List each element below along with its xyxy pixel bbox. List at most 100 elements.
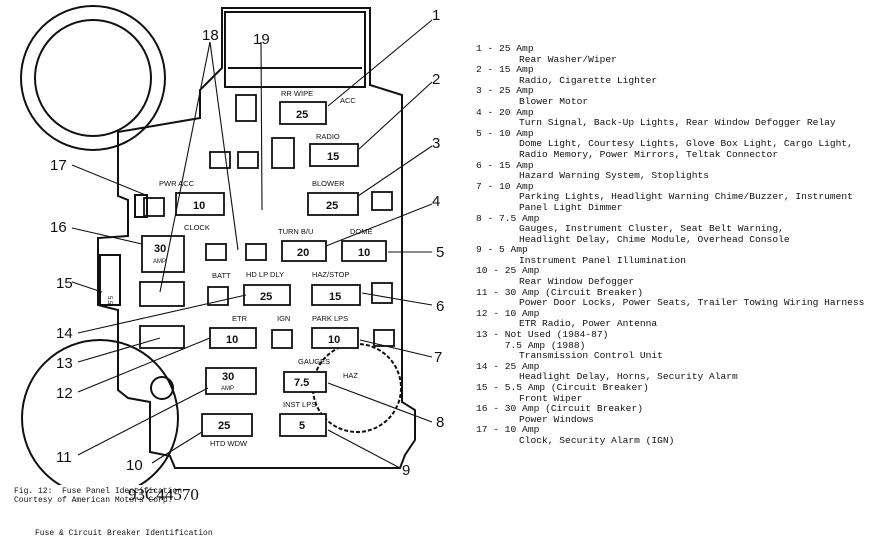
fuse-legend-circuits: Blower Motor — [519, 95, 589, 107]
fuse-amp-11: AMP — [221, 386, 234, 392]
label-htd-wdw: HTD WDW — [210, 439, 248, 448]
fuse-value-17: 10 — [193, 200, 205, 212]
label-clock: CLOCK — [184, 223, 210, 232]
fuse-legend-circuits: Dome Light, Courtesy Lights, Glove Box L… — [519, 138, 853, 160]
fuse-legend-circuits: Power Door Locks, Power Seats, Trailer T… — [519, 297, 865, 309]
callout-17: 17 — [50, 157, 67, 174]
fuse-legend-circuits: Headlight Delay, Horns, Security Alarm — [519, 371, 738, 383]
fuse-value-14: 25 — [260, 291, 272, 303]
label-radio: RADIO — [316, 132, 340, 141]
fuse-value-4: 20 — [297, 247, 309, 259]
callout-3: 3 — [432, 135, 440, 152]
fuse-amp-16: AMP — [153, 259, 166, 265]
fuse-legend-rating: 2 - 15 Amp — [476, 64, 534, 76]
fuse-legend-rating: 7 - 10 Amp — [476, 180, 534, 192]
fuse-value-1: 25 — [296, 109, 308, 121]
fuse-legend-rating: 3 - 25 Amp — [476, 85, 534, 97]
fuse-value-3: 25 — [326, 200, 338, 212]
fuse-legend-circuits: Radio, Cigarette Lighter — [519, 74, 658, 86]
fuse-legend-item: 16 - 30 Amp (Circuit Breaker)Power Windo… — [476, 404, 891, 425]
callout-13: 13 — [56, 355, 73, 372]
callout-5: 5 — [436, 244, 444, 261]
callout-2: 2 — [432, 71, 440, 88]
fuse-value-7: 10 — [328, 334, 340, 346]
fuse-value-10: 25 — [218, 420, 230, 432]
callout-1: 1 — [432, 7, 440, 24]
fuse-legend-circuits: Front Wiper — [519, 392, 583, 404]
label-inst-lps: INST LPS — [283, 400, 316, 409]
fuse-value-9: 5 — [299, 420, 305, 432]
callout-8: 8 — [436, 414, 444, 431]
figure-subcaption: Fuse & Circuit Breaker Identification — [35, 529, 213, 538]
fuse-legend-circuits: Hazard Warning System, Stoplights — [519, 170, 709, 182]
label-rr-wipe: RR WIPE — [281, 89, 313, 98]
fuse-legend-circuits: Instrument Panel Illumination — [519, 254, 686, 266]
fuse-legend-item: 11 - 30 Amp (Circuit Breaker)Power Door … — [476, 286, 891, 309]
callout-15: 15 — [56, 275, 73, 292]
label-acc: ACC — [340, 96, 356, 105]
fuse-legend-rating: 12 - 10 Amp — [476, 307, 540, 319]
fuse-legend-rating: 11 - 30 Amp (Circuit Breaker) — [476, 286, 643, 298]
fuse-value-6: 15 — [329, 291, 341, 303]
callout-19: 19 — [253, 31, 270, 48]
label-ign: IGN — [277, 314, 290, 323]
fuse-value-12: 10 — [226, 334, 238, 346]
fuse-legend-rating: 17 - 10 Amp — [476, 424, 540, 436]
callout-16: 16 — [50, 219, 67, 236]
fuse-legend-circuits: Rear Washer/Wiper — [519, 53, 617, 65]
callout-11: 11 — [56, 449, 72, 466]
fuse-legend-circuits: Turn Signal, Back-Up Lights, Rear Window… — [519, 117, 836, 129]
fuse-panel-diagram: RR WIPE ACC RADIO PWR ACC BLOWER CLOCK T… — [20, 5, 444, 485]
callout-12: 12 — [56, 385, 73, 402]
fuse-legend-item: 15 - 5.5 Amp (Circuit Breaker)Front Wipe… — [476, 382, 891, 404]
fuse-legend-rating: 4 - 20 Amp — [476, 106, 534, 118]
fuse-legend-rating: 10 - 25 Amp — [476, 265, 540, 277]
fuse-value-11: 30 — [222, 371, 234, 383]
figure-code: 93C44570 — [128, 485, 199, 504]
label-turn-bu: TURN B/U — [278, 227, 313, 236]
callout-6: 6 — [436, 298, 444, 315]
callout-4: 4 — [432, 193, 440, 210]
label-haz: HAZ — [343, 371, 358, 380]
fuse-value-15: 5.5 — [106, 296, 112, 305]
fuse-legend-rating: 13 - Not Used (1984-87) 7.5 Amp (1988) — [476, 329, 609, 351]
fuse-legend-circuits: Rear Window Defogger — [519, 276, 635, 288]
callout-7: 7 — [434, 349, 442, 366]
label-park-lps: PARK LPS — [312, 314, 348, 323]
fuse-value-8: 7.5 — [294, 377, 309, 389]
fuse-legend-rating: 9 - 5 Amp — [476, 244, 528, 256]
fuse-legend-circuits: Parking Lights, Headlight Warning Chime/… — [519, 191, 853, 213]
fuse-legend-rating: 15 - 5.5 Amp (Circuit Breaker) — [476, 382, 649, 393]
fuse-legend-circuits: ETR Radio, Power Antenna — [519, 318, 658, 330]
fuse-legend-rating: 16 - 30 Amp (Circuit Breaker) — [476, 403, 643, 415]
fuse-legend-rating: 14 - 25 Amp — [476, 360, 540, 372]
callout-18: 18 — [202, 27, 219, 44]
fuse-legend-rating: 8 - 7.5 Amp — [476, 212, 540, 224]
fuse-value-16: 30 — [154, 243, 166, 255]
label-batt: BATT — [212, 271, 231, 280]
fuse-legend-circuits: Transmission Control Unit — [519, 350, 663, 362]
callout-14: 14 — [56, 325, 73, 342]
fuse-value-2: 15 — [327, 151, 339, 163]
label-haz-stop: HAZ/STOP — [312, 270, 349, 279]
label-hd-lp-dly: HD LP DLY — [246, 270, 284, 279]
fuse-legend-circuits: Clock, Security Alarm (IGN) — [519, 434, 675, 446]
fuse-value-5: 10 — [358, 247, 370, 259]
callout-10: 10 — [126, 457, 143, 474]
fuse-legend-rating: 1 - 25 Amp — [476, 43, 534, 54]
fuse-legend-item: 13 - Not Used (1984-87) 7.5 Amp (1988)Tr… — [476, 329, 891, 362]
label-gauges: GAUGES — [298, 357, 330, 366]
label-pwr-acc: PWR ACC — [159, 179, 195, 188]
fuse-legend-circuits: Gauges, Instrument Cluster, Seat Belt Wa… — [519, 223, 790, 245]
fuse-legend-rating: 6 - 15 Amp — [476, 159, 534, 171]
